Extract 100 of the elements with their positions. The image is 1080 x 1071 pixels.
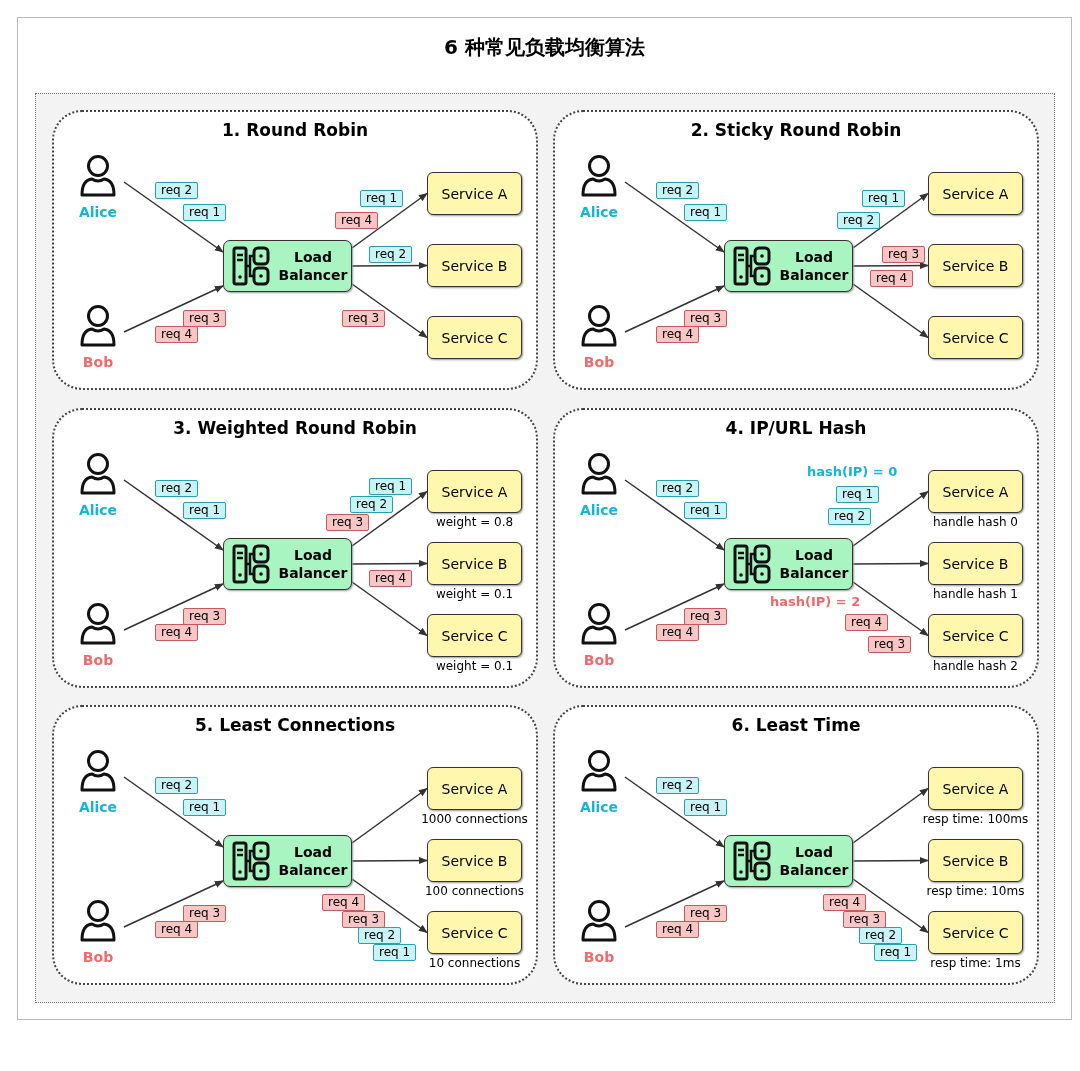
panel-card (52, 705, 538, 985)
node-label: Load Balancer (778, 546, 850, 582)
arrow (624, 880, 725, 928)
arrow (351, 856, 428, 865)
service-box: Service B (427, 839, 522, 882)
request-tag: req 1 (369, 478, 413, 495)
person-name: Bob (81, 354, 115, 370)
request-tag: req 3 (183, 608, 227, 625)
request-tag: req 2 (656, 480, 700, 497)
service-box: Service B (427, 244, 522, 287)
arrow (852, 490, 929, 547)
person-name: Alice (578, 502, 620, 518)
service-caption: resp time: 10ms (925, 884, 1026, 898)
arrow (852, 878, 929, 934)
arrow (852, 856, 929, 865)
request-tag: req 1 (684, 204, 728, 221)
arrow (624, 479, 725, 551)
arrow (351, 261, 428, 270)
arrow (351, 878, 428, 934)
request-tag: req 1 (836, 486, 880, 503)
person-name: Alice (77, 204, 119, 220)
person-name: Bob (582, 354, 616, 370)
arrow (852, 581, 929, 637)
arrow (351, 192, 428, 249)
request-tag: req 2 (837, 212, 881, 229)
service-box: Service C (928, 911, 1023, 954)
request-tag: req 2 (350, 496, 394, 513)
arrow (123, 583, 224, 631)
arrow (852, 559, 929, 568)
service-box: Service A (928, 767, 1023, 810)
service-caption: handle hash 1 (932, 587, 1019, 601)
service-box: Service C (928, 614, 1023, 657)
service-caption: 10 connections (427, 956, 522, 970)
panel-title: 1. Round Robin (220, 120, 370, 140)
request-tag: req 4 (870, 270, 914, 287)
panel-title: 4. IP/URL Hash (724, 418, 868, 438)
arrow (123, 479, 224, 551)
load-balancer-box (223, 538, 352, 590)
service-box: Service A (928, 470, 1023, 513)
request-tag: req 3 (183, 310, 227, 327)
request-tag: req 4 (656, 921, 700, 938)
request-tag: req 4 (845, 614, 889, 631)
load-balancer-box (724, 538, 853, 590)
request-tag: req 1 (183, 502, 227, 519)
load-balancer-box (724, 240, 853, 292)
load-balancer-box (223, 240, 352, 292)
service-box: Service A (928, 172, 1023, 215)
arrow (624, 583, 725, 631)
arrow (123, 181, 224, 253)
arrow (852, 261, 929, 270)
service-box: Service A (427, 767, 522, 810)
service-box: Service C (928, 316, 1023, 359)
request-tag: req 3 (326, 514, 370, 531)
request-tag: req 3 (843, 911, 887, 928)
request-tag: req 3 (684, 905, 728, 922)
request-tag: req 1 (360, 190, 404, 207)
hash-label: hash(IP) = 0 (807, 464, 898, 479)
person-name: Alice (578, 204, 620, 220)
node-label: Load Balancer (778, 843, 850, 879)
request-tag: req 4 (369, 570, 413, 587)
request-tag: req 2 (859, 927, 903, 944)
arrow (123, 880, 224, 928)
arrow (852, 192, 929, 249)
request-tag: req 4 (155, 326, 199, 343)
arrow (351, 490, 428, 547)
diagram-title: 6 种常见负载均衡算法 (443, 34, 646, 61)
person-name: Alice (578, 799, 620, 815)
request-tag: req 2 (656, 777, 700, 794)
panel-title: 5. Least Connections (194, 715, 396, 735)
request-tag: req 4 (155, 921, 199, 938)
service-caption: weight = 0.8 (434, 515, 515, 529)
panel-title: 2. Sticky Round Robin (689, 120, 903, 140)
service-caption: 1000 connections (420, 812, 529, 826)
load-balancer-box (223, 835, 352, 887)
person-name: Bob (582, 949, 616, 965)
request-tag: req 3 (684, 310, 728, 327)
arrow (123, 285, 224, 333)
arrow (624, 285, 725, 333)
service-caption: handle hash 2 (932, 659, 1019, 673)
service-box: Service B (928, 839, 1023, 882)
request-tag: req 2 (369, 246, 413, 263)
arrow (123, 776, 224, 848)
person-name: Bob (582, 652, 616, 668)
request-tag: req 3 (342, 310, 386, 327)
request-tag: req 4 (823, 894, 867, 911)
arrow (351, 581, 428, 637)
request-tag: req 4 (656, 624, 700, 641)
request-tag: req 3 (684, 608, 728, 625)
request-tag: req 1 (684, 502, 728, 519)
service-box: Service B (427, 542, 522, 585)
request-tag: req 1 (862, 190, 906, 207)
panel-card (553, 110, 1039, 390)
person-name: Alice (77, 502, 119, 518)
node-label: Load Balancer (277, 843, 349, 879)
request-tag: req 1 (874, 944, 918, 961)
load-balancer-box (724, 835, 853, 887)
request-tag: req 4 (322, 894, 366, 911)
request-tag: req 4 (656, 326, 700, 343)
request-tag: req 2 (358, 927, 402, 944)
node-label: Load Balancer (778, 248, 850, 284)
